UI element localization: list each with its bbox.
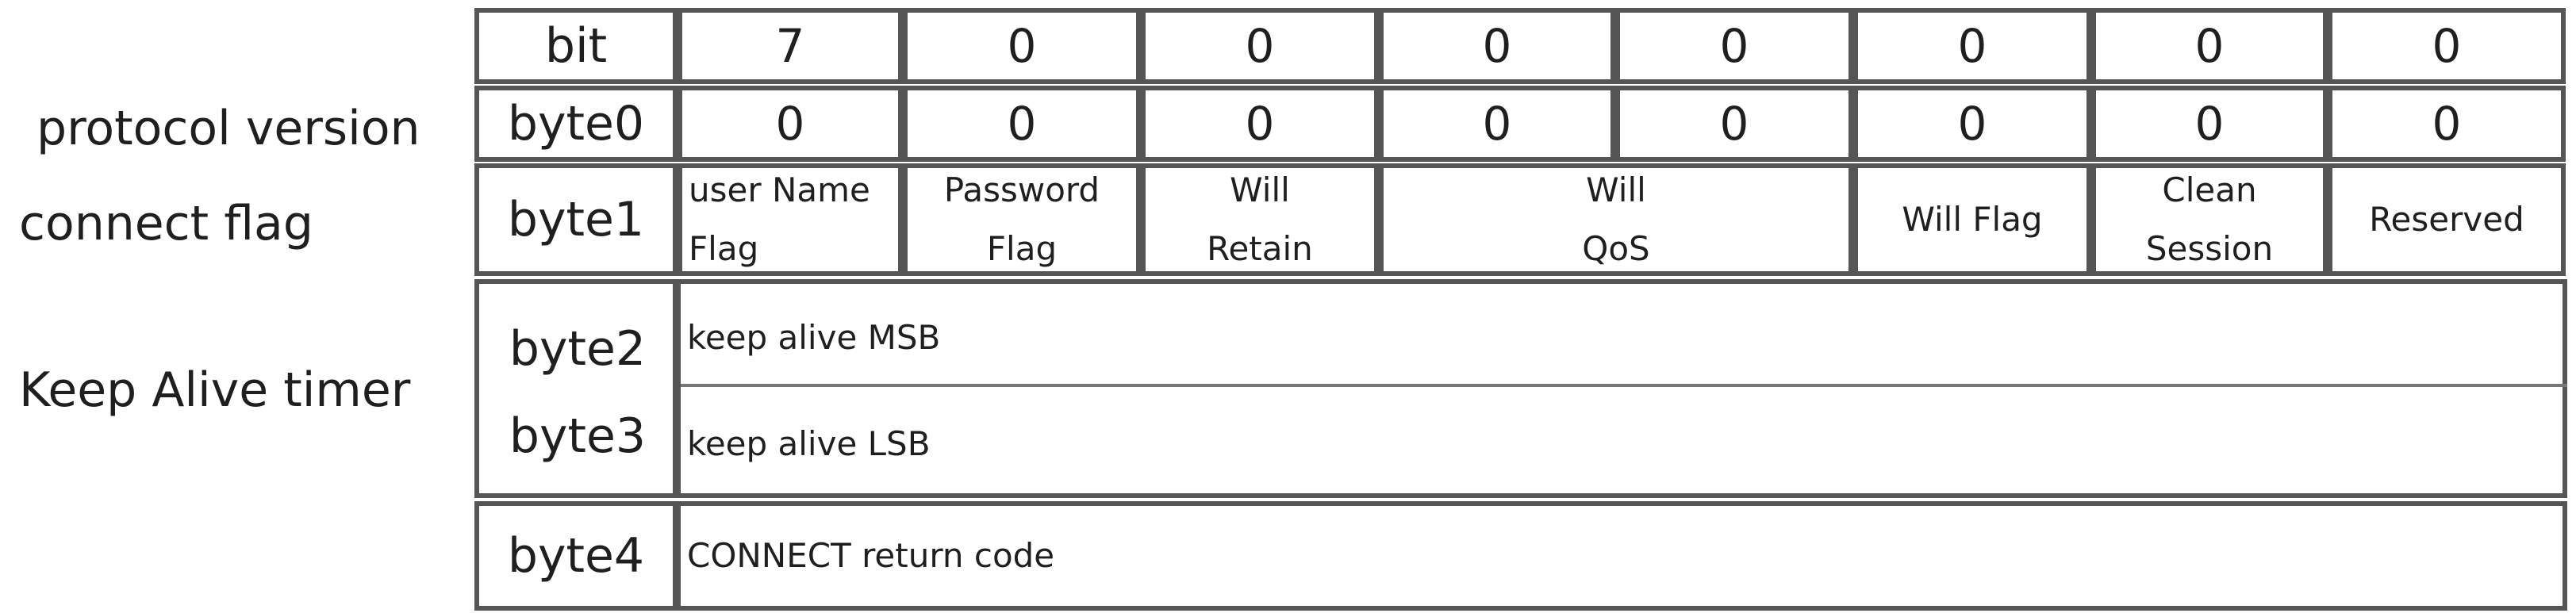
byte1-row-label: byte1 — [474, 163, 678, 276]
connect-flag-label: connect flag — [19, 196, 313, 251]
byte0-cell-7: 0 — [678, 86, 903, 162]
flag-will-qos-line2: QoS — [1582, 229, 1650, 268]
bit-cell-5: 0 — [1141, 8, 1379, 84]
bit-cell-6: 0 — [903, 8, 1141, 84]
byte0-cell-5: 0 — [1141, 86, 1379, 162]
flag-will-retain: Will Retain — [1141, 163, 1379, 276]
byte0-cell-6: 0 — [903, 86, 1141, 162]
byte4-row-label: byte4 — [474, 501, 678, 611]
bit-cell-3: 0 — [1615, 8, 1853, 84]
flag-user-name-line2: Flag — [689, 229, 759, 268]
protocol-version-label: protocol version — [36, 101, 420, 156]
bit-cell-2: 0 — [1853, 8, 2091, 84]
keep-alive-timer-label: Keep Alive timer — [19, 362, 411, 418]
keep-alive-divider — [681, 384, 2567, 387]
connect-return-code: CONNECT return code — [676, 501, 2567, 611]
flag-will-qos-line1: Will — [1586, 170, 1646, 209]
byte0-cell-1: 0 — [2091, 86, 2328, 162]
bit-row-label: bit — [474, 8, 678, 84]
bit-cell-4: 0 — [1379, 8, 1615, 84]
flag-clean-session: Clean Session — [2091, 163, 2328, 276]
byte0-row-label: byte0 — [474, 86, 678, 162]
bit-cell-0: 0 — [2328, 8, 2566, 84]
byte0-cell-2: 0 — [1853, 86, 2091, 162]
flag-user-name-line1: user Name — [689, 170, 870, 209]
flag-will-flag: Will Flag — [1853, 163, 2091, 276]
flag-will-flag-text: Will Flag — [1902, 200, 2043, 239]
flag-password: Password Flag — [903, 163, 1141, 276]
bit-cell-1: 0 — [2091, 8, 2328, 84]
flag-will-retain-line2: Retain — [1207, 229, 1313, 268]
byte0-cell-0: 0 — [2328, 86, 2566, 162]
byte0-cell-3: 0 — [1615, 86, 1853, 162]
flag-reserved-text: Reserved — [2369, 200, 2524, 239]
keep-alive-value-box — [676, 279, 2567, 498]
flag-clean-session-line2: Session — [2145, 229, 2274, 268]
flag-password-line1: Password — [943, 170, 1100, 209]
byte2-row-label: byte2 — [509, 321, 647, 377]
keep-alive-label-box — [474, 279, 678, 498]
byte0-cell-4: 0 — [1379, 86, 1615, 162]
flag-clean-session-line1: Clean — [2162, 170, 2257, 209]
flag-will-qos: Will QoS — [1379, 163, 1853, 276]
flag-user-name: user Name Flag — [678, 163, 903, 276]
byte3-row-label: byte3 — [509, 408, 647, 464]
flag-password-line2: Flag — [986, 229, 1058, 268]
flag-will-retain-line1: Will — [1230, 170, 1290, 209]
bit-cell-7: 7 — [678, 8, 903, 84]
keep-alive-lsb: keep alive LSB — [687, 423, 931, 463]
flag-reserved: Reserved — [2328, 163, 2566, 276]
keep-alive-msb: keep alive MSB — [687, 317, 941, 357]
